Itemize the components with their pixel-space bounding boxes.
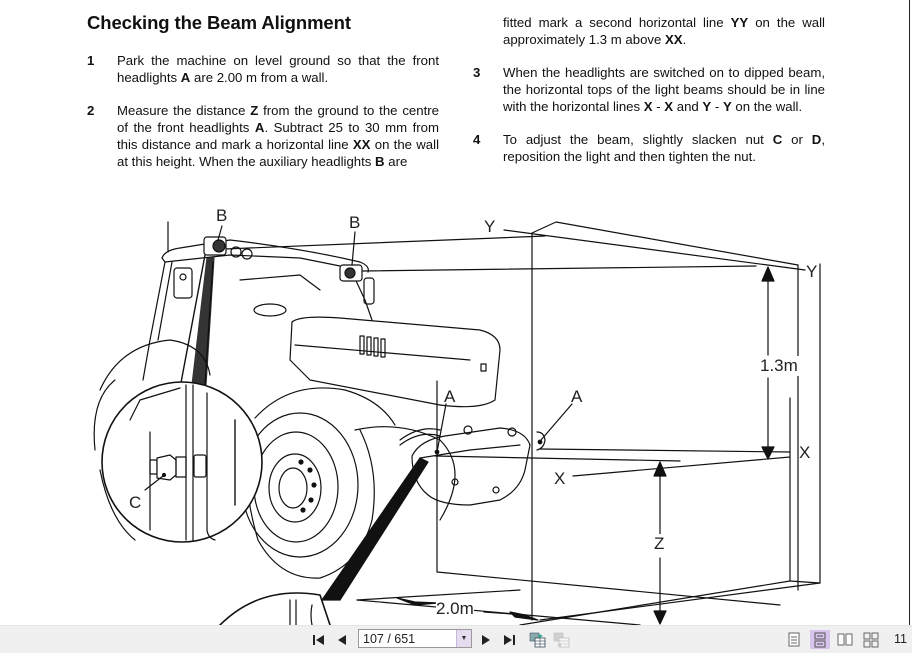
text-run: fitted mark a second horizontal line	[503, 15, 731, 30]
text-run: When the headlights are switched on to d…	[503, 65, 825, 114]
chevron-down-icon: ▼	[460, 635, 468, 642]
reference-letter: XX	[352, 137, 371, 152]
callout-magnifier-c	[101, 254, 263, 543]
page-number-input[interactable]	[359, 630, 461, 647]
reference-letter: Y	[722, 99, 732, 114]
page-edge	[909, 0, 910, 625]
reference-letter: YY	[730, 15, 749, 30]
diagram-svg	[93, 221, 821, 625]
dimension-1-3m	[761, 266, 775, 460]
tractor	[93, 221, 546, 579]
label-x-right: X	[799, 443, 811, 462]
text-run: and	[673, 99, 703, 114]
label-c: C	[129, 493, 142, 512]
reference-letter: A	[180, 70, 191, 85]
label-a-left: A	[444, 387, 456, 406]
single-page-icon	[788, 632, 800, 647]
next-view-icon	[553, 632, 570, 647]
reference-letter: C	[772, 132, 783, 147]
text-run: . Subtract 25 to 30 mm from this distanc…	[117, 120, 439, 152]
reference-letter: Z	[250, 103, 259, 118]
facing-pages-icon	[837, 633, 853, 646]
prev-page-icon	[338, 634, 346, 645]
view-facing-button[interactable]	[836, 630, 854, 649]
last-page-button[interactable]	[500, 630, 518, 649]
text-run: To adjust the beam, slightly slacken nut	[503, 132, 773, 147]
step-number: 2	[87, 103, 95, 118]
text-run: , reposition the light and then tighten …	[503, 132, 825, 164]
page-number-field[interactable]: ▼	[358, 629, 472, 648]
xx-beam-lines	[434, 448, 791, 477]
previous-view-icon	[529, 632, 546, 647]
reference-letter: Y	[702, 99, 712, 114]
text-run: on the wall at this height. When the aux…	[117, 137, 439, 169]
step-text: fitted mark a second horizontal line YY …	[503, 14, 825, 48]
zoom-level-text[interactable]: 11	[894, 632, 907, 646]
beam-alignment-diagram: B B Y Y 1.3m A A X X Z C 2.0m	[0, 190, 912, 625]
wall-outline	[356, 221, 821, 625]
view-single-page-button[interactable]	[786, 630, 802, 649]
label-x-left: X	[554, 469, 566, 488]
next-page-icon	[482, 634, 490, 645]
text-run: Measure the distance	[117, 103, 251, 118]
label-a-right: A	[571, 387, 583, 406]
label-z: Z	[654, 534, 665, 554]
leader-lines	[217, 225, 573, 453]
dimension-z	[653, 461, 667, 625]
view-continuous-button[interactable]	[810, 630, 830, 649]
step-number: 3	[473, 65, 481, 80]
text-run: on the wall.	[731, 99, 803, 114]
prev-page-button[interactable]	[334, 630, 350, 649]
callout-magnifier-d	[219, 457, 429, 625]
reference-letter: A	[254, 120, 265, 135]
text-run: on the wall approximately 1.3 m above	[503, 15, 825, 47]
label-y-left: Y	[484, 217, 496, 236]
step-number: 1	[87, 53, 95, 68]
previous-view-button[interactable]	[528, 630, 548, 649]
text-run: are 2.00 m from a wall.	[190, 70, 329, 85]
continuous-page-icon	[814, 632, 826, 647]
text-run: are	[384, 154, 408, 169]
next-view-button[interactable]	[552, 630, 572, 649]
view-continuous-facing-button[interactable]	[862, 630, 880, 649]
text-run: from the ground to the centre of the fro…	[117, 103, 439, 135]
text-run: -	[711, 99, 723, 114]
step-text: Measure the distance Z from the ground t…	[117, 102, 439, 170]
reference-letter: X	[643, 99, 653, 114]
label-b-right: B	[349, 213, 361, 232]
step-text: To adjust the beam, slightly slacken nut…	[503, 131, 825, 165]
reference-letter: X	[664, 99, 674, 114]
section-title: Checking the Beam Alignment	[87, 12, 351, 33]
first-page-icon	[313, 634, 324, 645]
continuous-facing-icon	[863, 632, 879, 647]
label-2-0m: 2.0m	[436, 599, 474, 619]
dimension-2m	[396, 597, 539, 621]
label-b-left: B	[216, 206, 228, 225]
reference-letter: XX	[665, 32, 683, 47]
step-text: When the headlights are switched on to d…	[503, 64, 825, 115]
text-run: -	[652, 99, 665, 114]
text-run: or	[782, 132, 812, 147]
page-dropdown-button[interactable]: ▼	[456, 630, 471, 647]
document-page: Checking the Beam Alignment 1 Park the m…	[0, 0, 912, 625]
text-run: Park the machine on level ground so that…	[117, 53, 439, 85]
step-text: Park the machine on level ground so that…	[117, 52, 439, 86]
first-page-button[interactable]	[310, 630, 328, 649]
text-run: .	[682, 32, 687, 47]
label-y-right: Y	[806, 262, 818, 281]
last-page-icon	[504, 634, 515, 645]
viewer-toolbar: ▼ 11	[0, 625, 912, 653]
label-1-3m: 1.3m	[759, 356, 799, 376]
reference-letter: D	[811, 132, 822, 147]
step-number: 4	[473, 132, 481, 147]
reference-letter: B	[375, 154, 385, 169]
next-page-button[interactable]	[478, 630, 494, 649]
